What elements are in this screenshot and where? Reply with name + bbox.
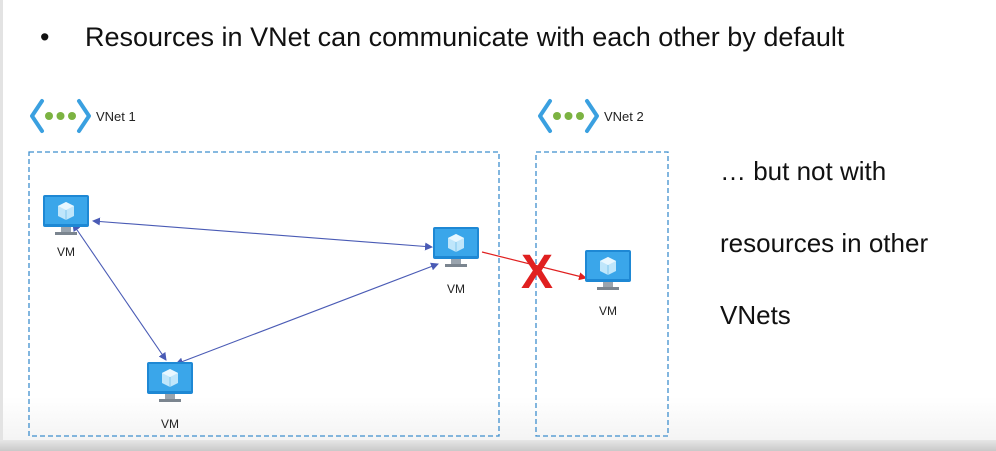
vm4-icon [584, 249, 632, 291]
arrow-vm3-vm2 [175, 262, 439, 366]
vnet1-icon [30, 99, 91, 133]
arrow-vm2-vm4-blocked [481, 251, 587, 281]
blocked-x-mark: X [521, 246, 553, 299]
arrow-vm1-vm3 [72, 223, 167, 361]
bullet-marker: • [40, 22, 50, 52]
vm2-icon [432, 226, 480, 268]
vm2-label: VM [447, 282, 465, 296]
vm3-label: VM [161, 417, 179, 431]
vnet1-label: VNet 1 [96, 109, 136, 124]
vm1-label: VM [57, 245, 75, 259]
vm4-label: VM [599, 304, 617, 318]
side-text-line3: VNets [720, 300, 791, 330]
arrow-vm1-vm2 [92, 217, 433, 251]
slide-edge [0, 0, 3, 451]
bottom-shadow [0, 440, 996, 451]
bullet-point: • Resources in VNet can communicate with … [40, 22, 844, 53]
bullet-text: Resources in VNet can communicate with e… [85, 22, 845, 52]
vm3-icon [146, 361, 194, 403]
vnet2-icon [538, 99, 599, 133]
vnet1-boundary [28, 151, 500, 437]
vnet2-boundary [535, 151, 669, 437]
side-text-line1: … but not with [720, 156, 887, 186]
side-text-line2: resources in other [720, 228, 929, 258]
vm1-icon [42, 194, 90, 236]
vnet2-label: VNet 2 [604, 109, 644, 124]
